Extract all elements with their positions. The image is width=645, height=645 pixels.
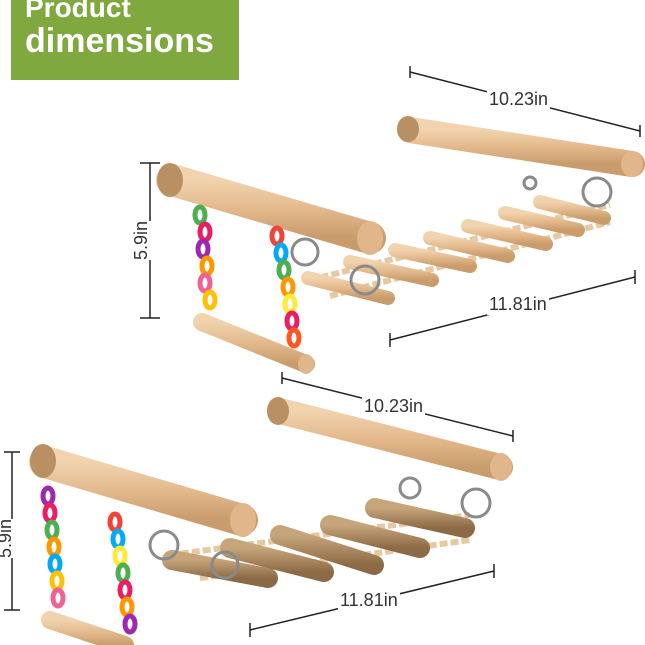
top-front-perch <box>156 163 386 255</box>
bottom-metal-rings <box>148 476 492 580</box>
top-ladder-bridge <box>301 195 611 305</box>
top-set-bridge-length-label: 11.81in <box>487 294 549 315</box>
bottom-set-bridge-length-label: 11.81in <box>338 590 400 611</box>
top-back-perch <box>397 116 645 177</box>
bottom-set-height-label: 5.9in <box>0 518 17 559</box>
bottom-bark-bridge <box>162 498 475 588</box>
bottom-back-perch <box>267 397 513 481</box>
top-metal-rings <box>290 175 613 296</box>
bottom-perch-set <box>29 397 513 645</box>
top-perch-set <box>156 116 645 374</box>
bottom-chain-right <box>107 511 138 635</box>
top-set-height-label: 5.9in <box>131 220 153 261</box>
top-chain-right <box>269 225 302 349</box>
title-line-2: dimensions <box>25 22 214 60</box>
bottom-swing-perch <box>41 611 134 645</box>
bottom-chain-left <box>40 485 66 609</box>
bottom-set-top-width-label: 10.23in <box>362 396 426 417</box>
title-line-1: Product <box>25 0 131 23</box>
top-chain-left <box>192 204 218 311</box>
top-swing-perch <box>193 313 315 374</box>
title-badge: Product dimensions <box>11 0 239 80</box>
bottom-front-perch <box>29 444 258 537</box>
top-set-top-width-label: 10.23in <box>487 89 551 110</box>
